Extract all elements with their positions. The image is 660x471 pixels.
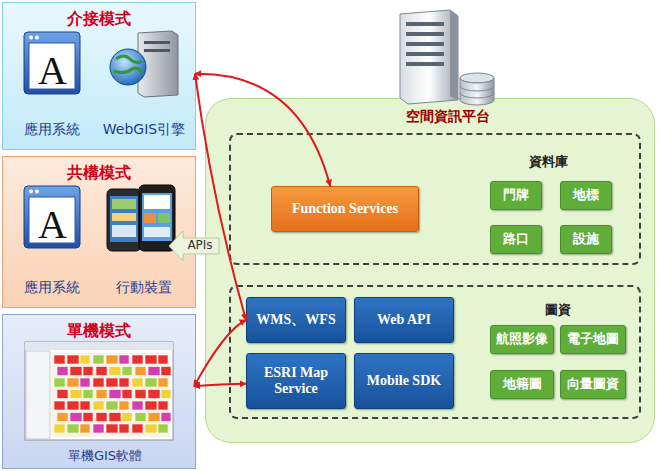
node-label: Function Services	[292, 201, 398, 217]
node-label: WMS、WFS	[256, 312, 335, 328]
service-box: Web API	[354, 297, 454, 343]
node-label: 電子地圖	[567, 332, 619, 347]
node-label: 向量圖資	[567, 377, 619, 392]
node-label: 地籍圖	[503, 377, 542, 392]
data-box: 電子地圖	[560, 325, 626, 354]
node-label: 設施	[573, 232, 599, 247]
node-label: 行動裝置	[93, 279, 195, 297]
data-box: 門牌	[490, 181, 542, 210]
node-label: WebGIS引擎	[93, 121, 195, 139]
server-illustration	[380, 8, 500, 108]
mode-panel: 單機模式單機GIS軟體	[2, 314, 196, 469]
node-label: 應用系統	[13, 279, 91, 297]
data-box: 設施	[560, 225, 612, 254]
mode-panel: 共構模式應用系統 A 行動裝置	[2, 156, 196, 308]
node-label: 路口	[503, 232, 529, 247]
function-box: Function Services	[271, 186, 419, 232]
mode-panel: 介接模式應用系統 A WebGIS引擎	[2, 2, 196, 150]
app-system-icon: 應用系統 A	[13, 183, 91, 299]
node-label: Mobile SDK	[367, 373, 441, 389]
node-label: 應用系統	[13, 121, 91, 139]
app-system-icon: 應用系統 A	[13, 29, 91, 141]
data-box: 向量圖資	[560, 370, 626, 399]
panel-heading: 單機模式	[3, 321, 195, 342]
icon-glyph: A	[38, 205, 66, 245]
gis-software-screenshot	[24, 341, 174, 441]
node-label: 航照影像	[496, 332, 548, 347]
webgis-server-icon	[98, 29, 188, 99]
platform-panel: 空間資訊平台資料庫 Function Services 門牌 地標路口 設施圖資 WMS、…	[205, 98, 655, 443]
service-box: Mobile SDK	[354, 353, 454, 409]
data-box: 路口	[490, 225, 542, 254]
panel-heading: 空間資訊平台	[406, 108, 490, 126]
service-box: ESRI Map Service	[246, 353, 346, 409]
panel-heading: 資料庫	[529, 153, 568, 171]
data-box: 地標	[560, 181, 612, 210]
node-label: APIs	[187, 239, 212, 253]
data-box: 地籍圖	[490, 370, 554, 399]
icon-glyph: A	[38, 51, 66, 91]
webgis-engine-icon: WebGIS引擎	[93, 29, 195, 141]
node-label: 地標	[573, 188, 599, 203]
node-label: 單機GIS軟體	[16, 447, 194, 465]
api-arrow: APIs	[168, 230, 220, 262]
panel-heading: 圖資	[545, 301, 571, 319]
node-label: Web API	[377, 312, 431, 328]
gis-software-icon: 單機GIS軟體	[16, 341, 194, 467]
data-box: 航照影像	[490, 325, 554, 354]
map-data-group: 圖資 WMS、WFS Web API ESRI Map Service Mobile S…	[229, 285, 641, 419]
service-box: WMS、WFS	[246, 297, 346, 343]
node-label: 門牌	[503, 188, 529, 203]
database-group: 資料庫 Function Services 門牌 地標路口 設施	[229, 133, 641, 265]
panel-heading: 介接模式	[3, 9, 195, 30]
panel-heading: 共構模式	[3, 163, 195, 184]
node-label: ESRI Map Service	[251, 365, 341, 397]
